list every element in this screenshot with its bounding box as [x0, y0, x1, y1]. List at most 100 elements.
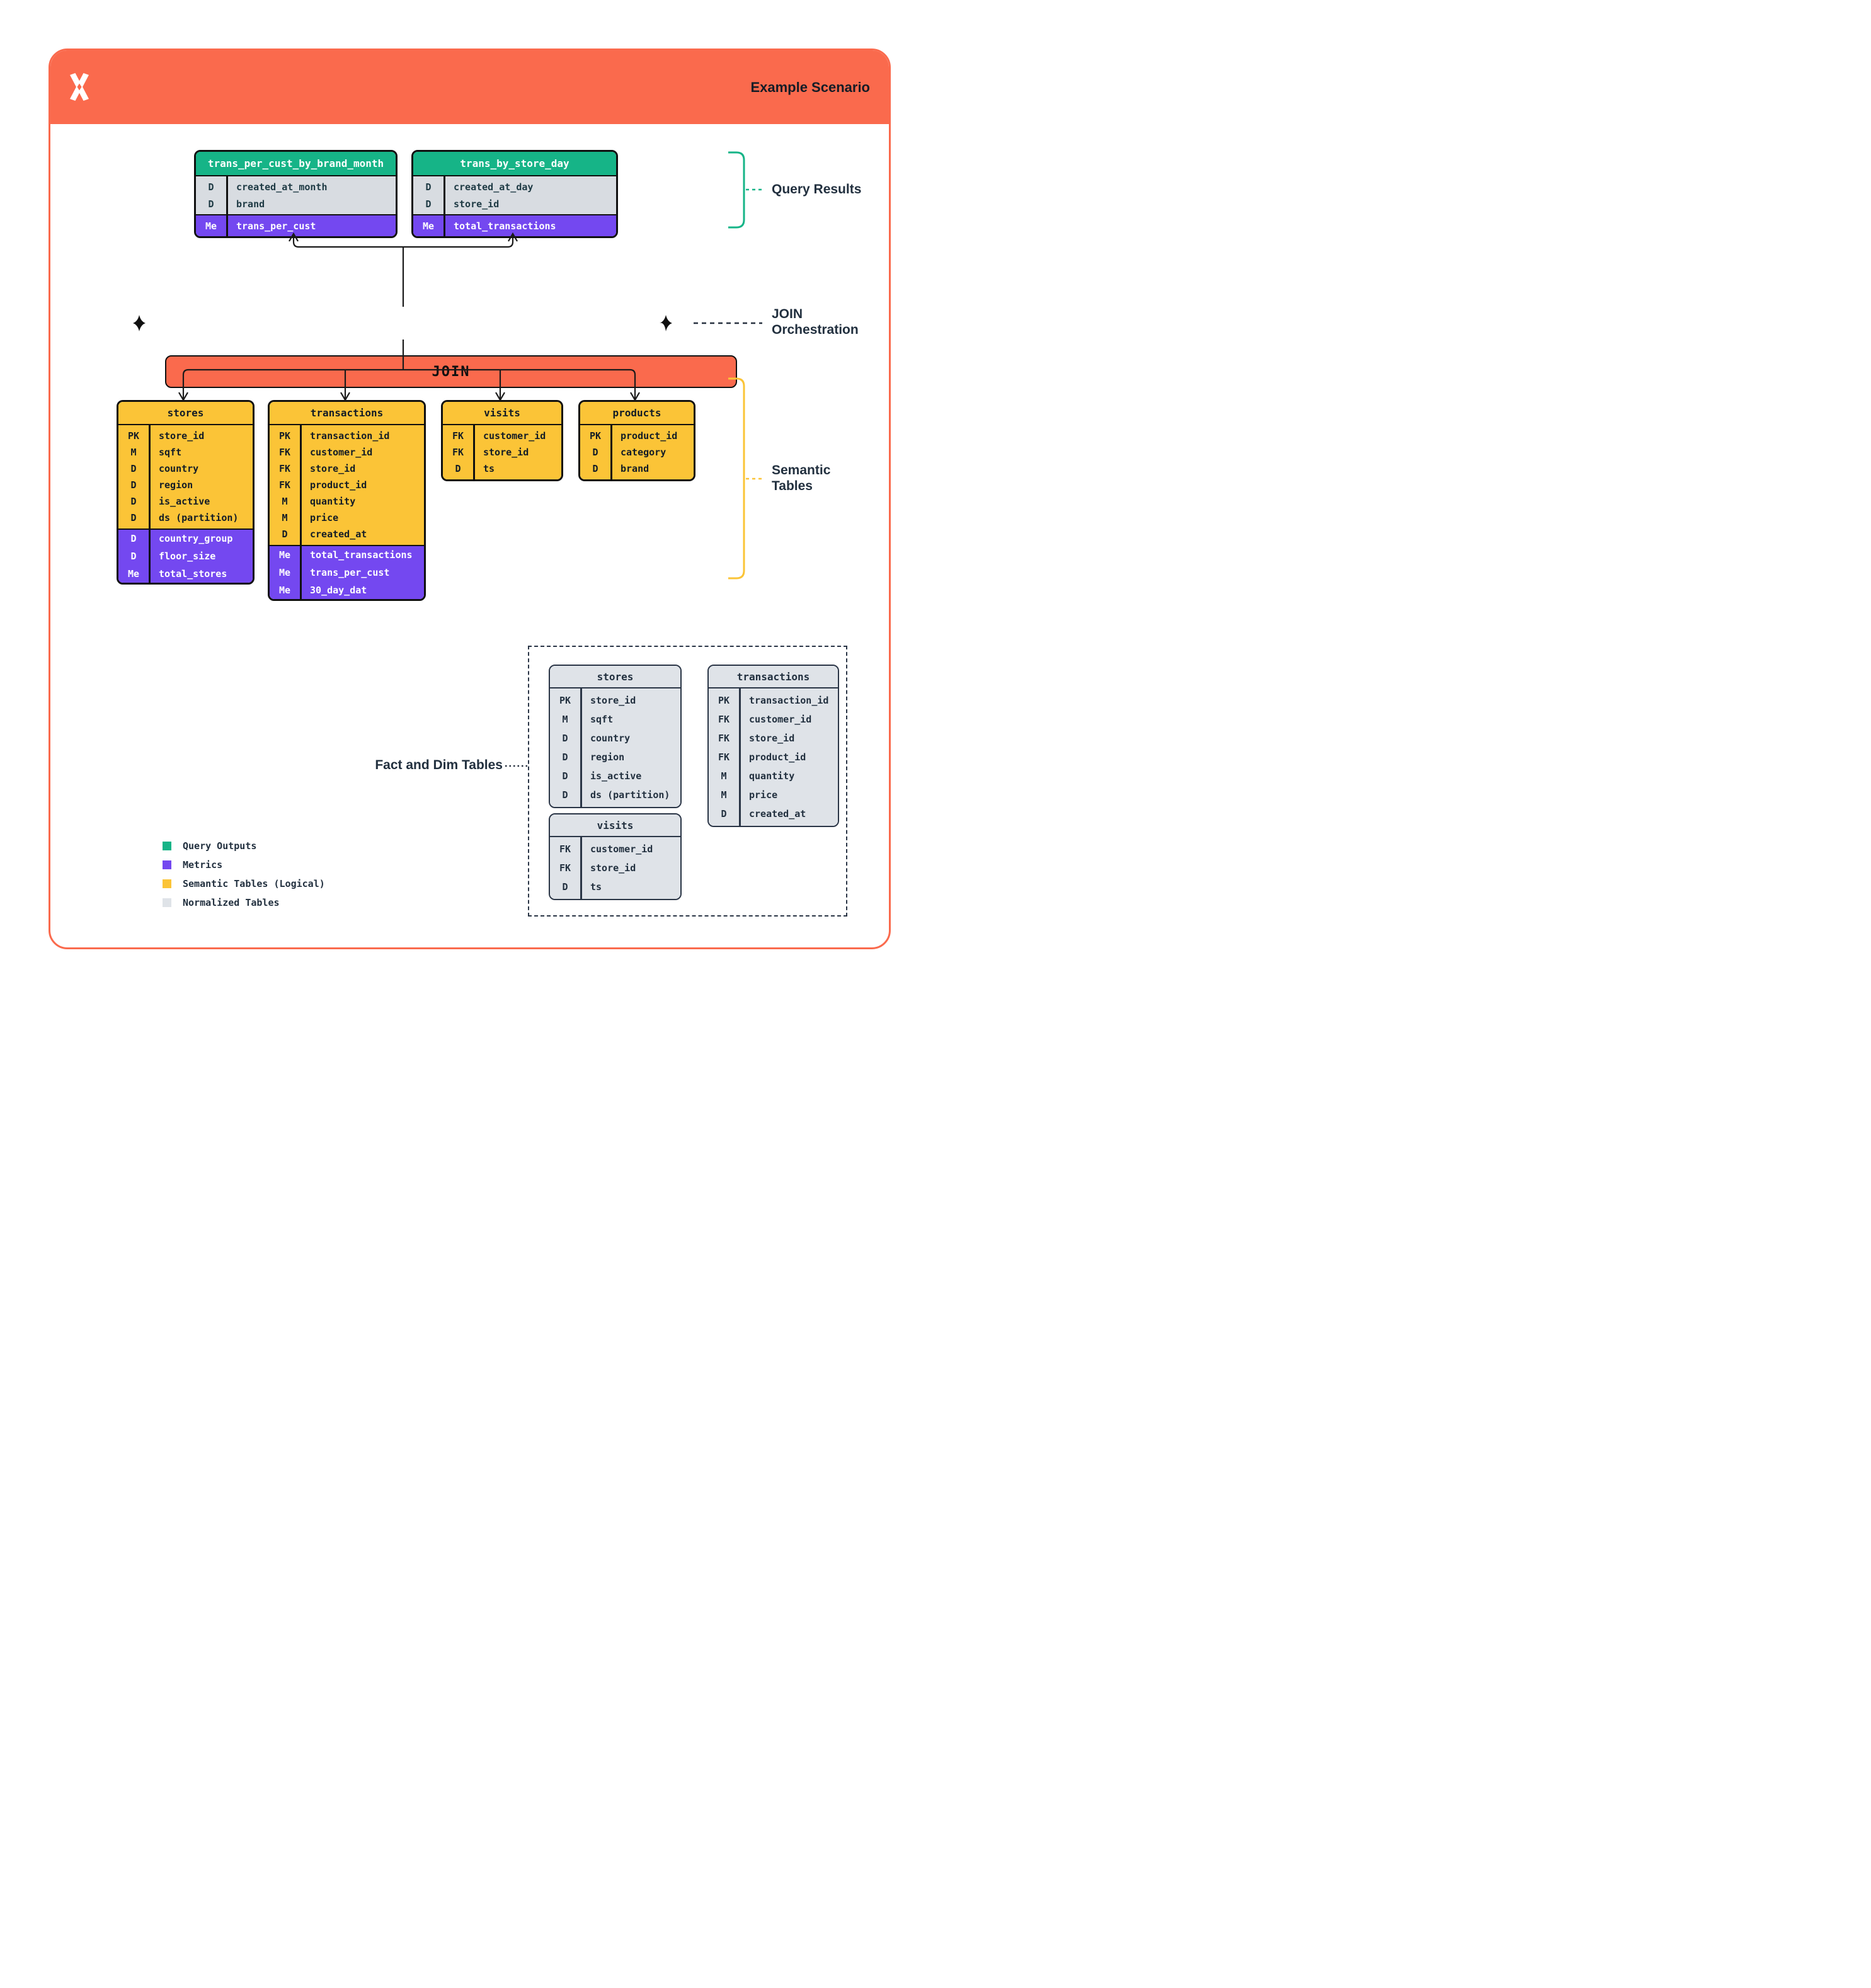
join-label: JOIN: [432, 363, 471, 380]
example-scenario-diagram: Example Scenario trans_per_cust_by_brand…: [0, 0, 936, 994]
join-orchestration-label: JOIN Orchestration: [772, 307, 859, 337]
column-divider: [580, 687, 582, 807]
query-results-label: Query Results: [772, 182, 862, 197]
fact-dim-tables-group: [528, 646, 847, 917]
table-title: trans_by_store_day: [413, 152, 616, 176]
column-divider: [473, 424, 475, 479]
table-title: trans_per_cust_by_brand_month: [196, 152, 396, 176]
table-title: stores: [550, 666, 680, 688]
legend-item-metrics: Metrics: [163, 859, 325, 871]
diagram-card: Example Scenario trans_per_cust_by_brand…: [49, 49, 891, 949]
legend-label: Semantic Tables (Logical): [183, 878, 325, 889]
sparkle-diamond-icon: [133, 315, 672, 331]
column-divider: [300, 424, 302, 599]
legend: Query Outputs Metrics Semantic Tables (L…: [163, 840, 325, 908]
table-title: transactions: [709, 666, 838, 688]
query-results-bracket: [728, 151, 762, 229]
query-outputs-swatch-icon: [163, 842, 171, 850]
join-orchestration-bar: JOIN: [165, 355, 737, 388]
column-divider: [580, 836, 582, 899]
metrics-swatch-icon: [163, 860, 171, 869]
legend-item-normalized-tables: Normalized Tables: [163, 897, 325, 908]
header-band: Example Scenario: [50, 50, 889, 124]
table-title: visits: [550, 814, 680, 837]
page-title: Example Scenario: [750, 79, 870, 95]
table-title: products: [580, 402, 694, 425]
fact-dim-tables-label: Fact and Dim Tables: [375, 758, 503, 772]
column-divider: [443, 175, 445, 236]
column-divider: [610, 424, 612, 479]
column-divider: [149, 424, 151, 583]
column-divider: [226, 175, 228, 236]
normalized-tables-swatch-icon: [163, 898, 171, 907]
legend-label: Metrics: [183, 859, 223, 871]
semantic-tables-swatch-icon: [163, 879, 171, 888]
legend-label: Query Outputs: [183, 840, 257, 852]
brand-x-logo-icon: [70, 73, 89, 101]
legend-item-query-outputs: Query Outputs: [163, 840, 325, 852]
semantic-tables-label: Semantic Tables: [772, 463, 831, 493]
